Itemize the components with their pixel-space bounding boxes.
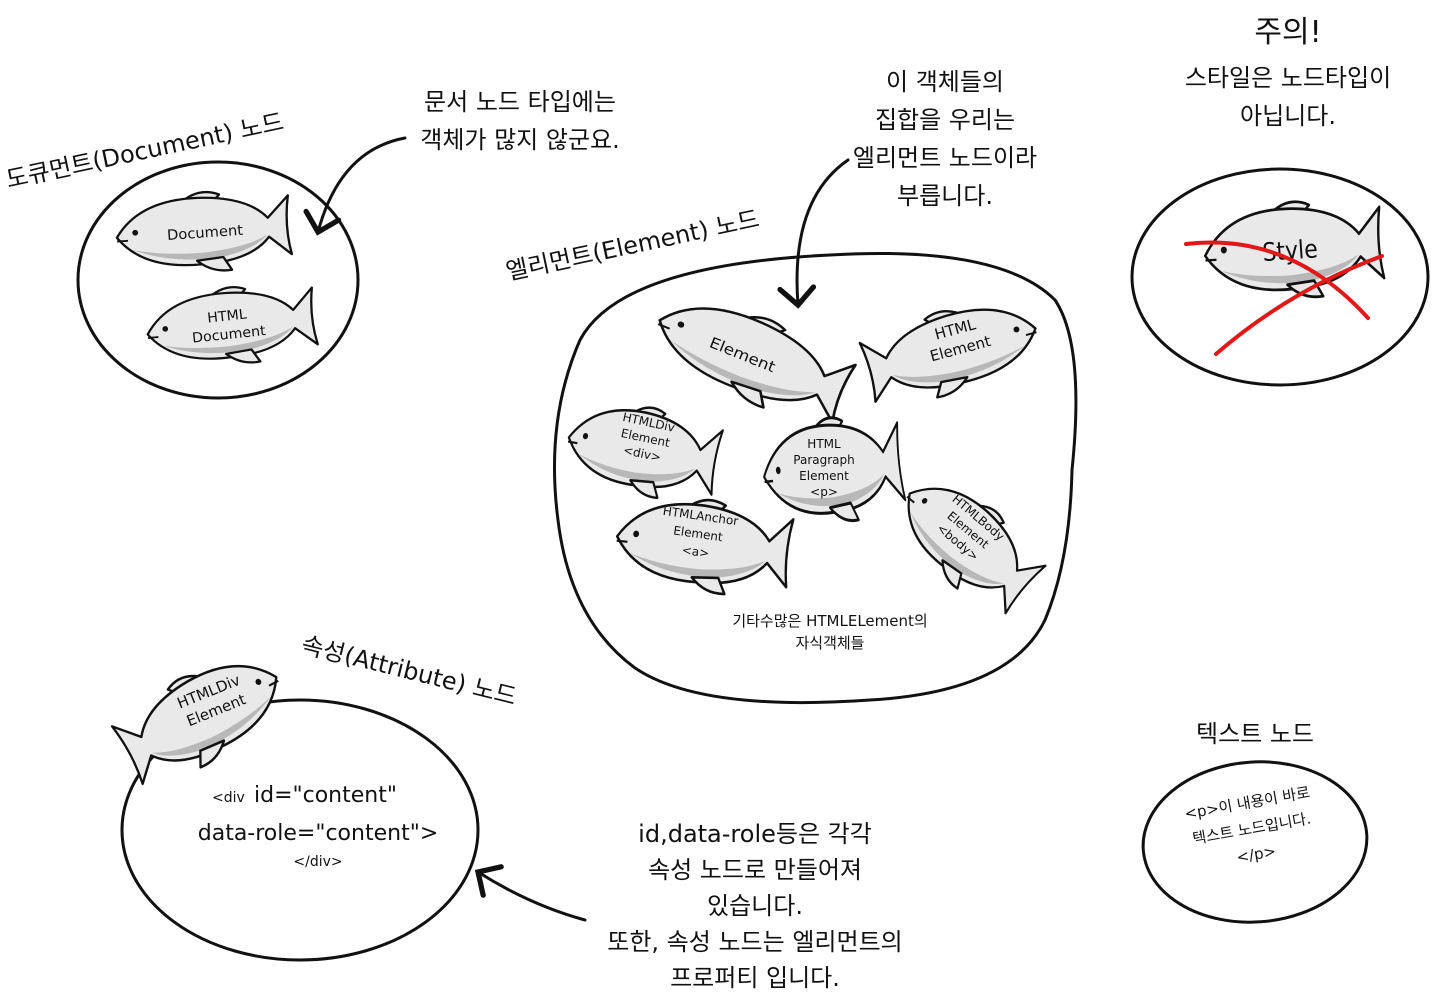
element-note-arrow: [777, 158, 850, 309]
attribute-note-arrow: [474, 864, 587, 922]
text-section-title: 텍스트 노드: [1196, 720, 1314, 748]
attribute-section-title: 속성(Attribute) 노드: [299, 631, 520, 712]
fish-html-document-label-2: Document: [191, 323, 267, 346]
document-ellipse: [76, 160, 360, 400]
cross-stroke-1: [1184, 240, 1370, 320]
fish-style: Style: [1200, 194, 1387, 306]
document-note-line-1: 문서 노드 타입에는: [424, 88, 616, 116]
attribute-section: 속성(Attribute) 노드 HTMLDiv Element <div id…: [106, 631, 903, 992]
text-content-line-3: </p>: [1235, 842, 1277, 867]
attribute-note-line-4: 또한, 속성 노드는 엘리먼트의: [607, 928, 902, 956]
fish-attribute-htmldiv-labels: HTMLDiv Element: [175, 671, 249, 730]
fish-htmlparagraph-label-1: HTML: [807, 437, 841, 451]
document-note: 문서 노드 타입에는 객체가 많지 않군요.: [420, 88, 620, 154]
fish-htmlparagraph-element-labels: HTML Paragraph Element <p>: [793, 437, 854, 499]
element-footer: 기타수많은 HTMLELement의 자식객체들: [732, 612, 927, 652]
text-ellipse: [1141, 760, 1369, 924]
fish-htmlparagraph-label-4: <p>: [810, 485, 838, 499]
attribute-code-line-2: data-role="content">: [198, 821, 439, 846]
element-note-line-4: 부릅니다.: [897, 182, 993, 210]
document-section: 도큐먼트(Document) 노드 문서 노드 타입에는 객체가 많지 않군요.…: [3, 88, 620, 400]
attribute-ellipse: [120, 698, 480, 962]
attribute-note: id,data-role등은 각각 속성 노드로 만들어져 있습니다. 또한, …: [607, 820, 902, 992]
fish-htmlanchor-label-2: Element: [672, 523, 723, 544]
element-blob: [552, 252, 1078, 705]
element-note-line-1: 이 객체들의: [886, 68, 1004, 96]
attribute-note-line-1: id,data-role등은 각각: [638, 820, 872, 848]
document-note-line-2: 객체가 많지 않군요.: [420, 126, 620, 154]
attribute-code: <div id="content" data-role="content"> <…: [198, 783, 439, 870]
element-section: 엘리먼트(Element) 노드 이 객체들의 집합을 우리는 엘리먼트 노드이…: [503, 68, 1078, 705]
red-cross-mark: [1184, 240, 1384, 356]
attribute-code-close-tag: </div>: [293, 854, 342, 870]
element-section-title: 엘리먼트(Element) 노드: [503, 205, 761, 286]
text-content: <p>이 내용이 바로 텍스트 노드입니다. </p>: [1183, 783, 1312, 867]
fish-htmlparagraph-label-2: Paragraph: [793, 453, 854, 467]
text-section: 텍스트 노드 <p>이 내용이 바로 텍스트 노드입니다. </p>: [1141, 720, 1369, 924]
fish-document: Document: [112, 185, 294, 280]
warning-section: 주의! 스타일은 노드타입이 아닙니다. Style: [1130, 15, 1430, 387]
warning-note-line-1: 스타일은 노드타입이: [1185, 64, 1391, 92]
document-note-arrow: [303, 136, 407, 236]
fish-html-document-label-1: HTML: [206, 307, 247, 327]
cross-stroke-2: [1214, 254, 1384, 356]
fish-element: Element: [642, 280, 861, 436]
attribute-note-line-2: 속성 노드로 만들어져: [648, 856, 862, 884]
fish-htmlanchor-label-3: <a>: [681, 543, 710, 561]
attribute-note-line-3: 있습니다.: [707, 892, 803, 920]
warning-note-line-2: 아닙니다.: [1240, 102, 1336, 130]
element-note-line-3: 엘리먼트 노드이라: [853, 144, 1037, 172]
warning-ellipse: [1130, 167, 1430, 387]
fish-htmlparagraph-label-3: Element: [799, 469, 849, 483]
attribute-code-open-tag: <div: [212, 790, 245, 806]
fish-html-document: HTML Document: [142, 277, 321, 375]
element-note-line-2: 집합을 우리는: [875, 106, 1015, 134]
element-footer-line-1: 기타수많은 HTMLELement의: [732, 612, 927, 630]
fish-document-label: Document: [166, 223, 243, 244]
attribute-code-line-1: id="content": [254, 783, 397, 808]
element-footer-line-2: 자식객체들: [795, 634, 864, 652]
element-note: 이 객체들의 집합을 우리는 엘리먼트 노드이라 부릅니다.: [853, 68, 1037, 210]
attribute-note-line-5: 프로퍼티 입니다.: [670, 964, 840, 992]
warning-title: 주의!: [1254, 15, 1321, 50]
